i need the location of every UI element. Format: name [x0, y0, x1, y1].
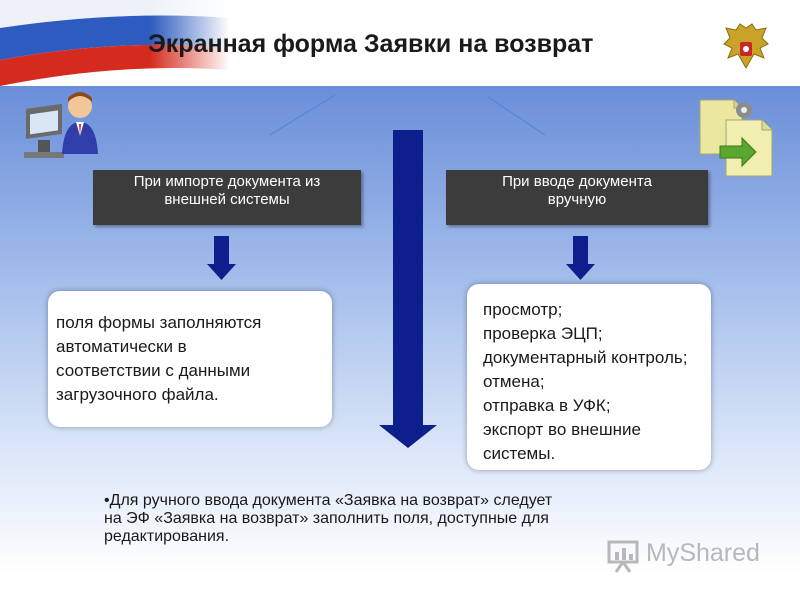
right-heading-line-2: вручную	[547, 191, 607, 208]
right-body-line-3: документарный контроль;	[483, 348, 688, 367]
left-heading-line-1: При импорте документа из	[133, 173, 321, 190]
watermark: MyShared	[606, 536, 776, 576]
right-body-box: просмотр; проверка ЭЦП; документарный ко…	[467, 284, 711, 470]
left-down-arrow	[207, 236, 236, 280]
user-at-computer-icon	[24, 92, 98, 158]
connector-line-right	[487, 96, 546, 136]
right-body-line-4: отмена;	[483, 372, 545, 391]
left-body-line-1: поля формы заполняются	[56, 313, 262, 332]
right-body-line-5: отправка в УФК;	[483, 396, 611, 415]
slide-header: Экранная форма Заявки на возврат	[0, 0, 800, 86]
left-heading-line-2: внешней системы	[164, 191, 290, 208]
right-body-line-1: просмотр;	[483, 300, 563, 319]
right-body-line-7: системы.	[483, 444, 556, 463]
right-heading-box: При вводе документа вручную	[446, 170, 708, 225]
watermark-text: MyShared	[646, 539, 760, 567]
presentation-icon	[607, 540, 639, 573]
left-body-line-4: загрузочного файла.	[56, 385, 219, 404]
left-heading-box: При импорте документа из внешней системы	[93, 170, 361, 225]
note-line-3: редактирования.	[104, 528, 230, 545]
note-line-1: •Для ручного ввода документа «Заявка на …	[104, 492, 553, 509]
bottom-note: •Для ручного ввода документа «Заявка на …	[104, 492, 694, 546]
left-body-line-2: автоматически в	[56, 337, 187, 356]
right-heading-line-1: При вводе документа	[502, 173, 652, 190]
page-title: Экранная форма Заявки на возврат	[148, 30, 594, 58]
left-body-line-3: соответствии с данными	[56, 361, 251, 380]
connector-line-left	[269, 94, 336, 136]
double-headed-eagle-emblem-icon	[723, 23, 769, 70]
central-down-arrow	[379, 130, 437, 448]
document-transfer-icon	[699, 99, 773, 177]
russian-flag-decoration	[0, 0, 230, 86]
left-body-box: поля формы заполняются автоматически в с…	[48, 291, 332, 427]
right-down-arrow	[566, 236, 595, 280]
flag-fade	[150, 0, 230, 86]
right-body-line-6: экспорт во внешние	[483, 420, 641, 439]
note-line-2: на ЭФ «Заявка на возврат» заполнить поля…	[104, 510, 549, 527]
right-body-line-2: проверка ЭЦП;	[483, 324, 603, 343]
